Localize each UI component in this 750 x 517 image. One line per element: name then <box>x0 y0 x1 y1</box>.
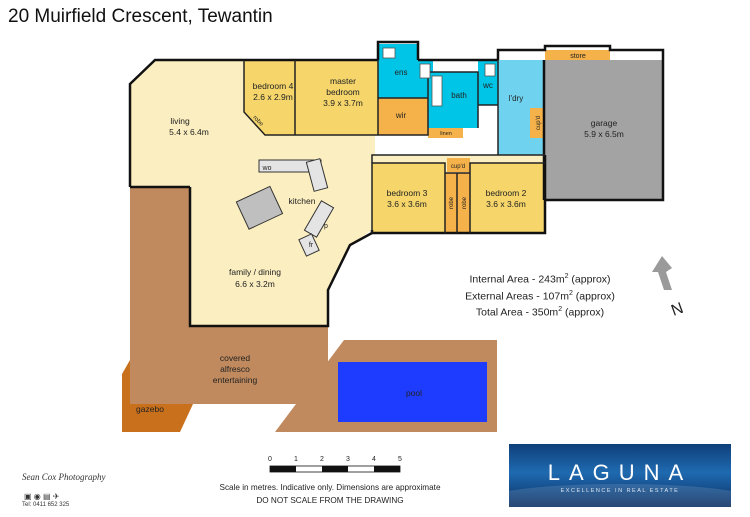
pantry-label: p <box>324 223 328 230</box>
cupd-label: cup'd <box>451 164 465 170</box>
scale-tick-0: 0 <box>268 456 272 463</box>
scale-tick-4: 4 <box>372 456 376 463</box>
master-floor <box>295 60 378 135</box>
living-floor <box>130 60 545 326</box>
living-dims: 5.4 x 6.4m <box>169 127 209 137</box>
alfresco-label-2: alfresco <box>220 364 250 374</box>
kitchen-label: kitchen <box>289 196 316 206</box>
garage-floor <box>544 60 663 200</box>
scale-notes: Scale in metres. Indicative only. Dimens… <box>205 481 455 507</box>
wc-label: wc <box>482 81 493 90</box>
total-area: Total Area - 350m2 (approx) <box>475 306 605 319</box>
alfresco-label-3: entertaining <box>213 375 258 385</box>
robe-b3-label: robe <box>449 196 455 209</box>
scale-tick-2: 2 <box>320 456 324 463</box>
internal-area: Internal Area - 243m2 (approx) <box>469 273 611 286</box>
bath-label: bath <box>451 91 467 100</box>
store-floor <box>545 50 610 60</box>
wo-label: wo <box>262 165 272 172</box>
bedroom4-label: bedroom 4 <box>253 81 294 91</box>
camera-icon: ▣ ◉ ▤ ✈ <box>24 492 60 501</box>
north-label: N <box>669 300 686 320</box>
bedroom2-floor <box>470 163 545 233</box>
bedroom2-label: bedroom 2 <box>486 188 527 198</box>
family-label: family / dining <box>229 267 281 277</box>
agency-tagline: EXCELLENCE IN REAL ESTATE <box>560 488 680 494</box>
photographer-logo: Sean Cox Photography ▣ ◉ ▤ ✈ Tel: 0411 6… <box>20 472 110 510</box>
bedroom3-dims: 3.6 x 3.6m <box>387 199 427 209</box>
store-label: store <box>570 53 586 60</box>
north-arrow-icon <box>652 256 672 290</box>
robe3-floor <box>445 173 457 233</box>
gazebo-label: gazebo <box>136 404 164 414</box>
gazebo-deck <box>122 360 193 432</box>
plan-title: 20 Muirfield Crescent, Tewantin <box>8 6 273 27</box>
bedroom4-floor <box>244 60 295 135</box>
alfresco-deck <box>130 187 328 404</box>
wave-graphic <box>509 484 731 507</box>
linen-floor <box>428 128 463 138</box>
master-label-1: master <box>330 76 356 86</box>
laundry-label: l'dry <box>509 94 523 103</box>
area-summary: Internal Area - 243m2 (approx) External … <box>440 270 640 320</box>
robe-b2-label: robe <box>462 196 468 209</box>
pool-water <box>338 362 487 422</box>
photographer-phone: Tel: 0411 652 325 <box>22 502 70 508</box>
robe2-floor <box>457 173 470 233</box>
ens-label: ens <box>395 68 408 77</box>
kitchen-fittings <box>235 158 335 257</box>
wir-label: wir <box>395 111 407 120</box>
bedroom3-floor <box>372 163 445 233</box>
pool-label: pool <box>406 388 422 398</box>
garage-cupd-label: cup'd <box>536 116 542 130</box>
bedroom2-dims: 3.6 x 3.6m <box>486 199 526 209</box>
scale-tick-1: 1 <box>294 456 298 463</box>
garage-dims: 5.9 x 6.5m <box>584 129 624 139</box>
scale-tick-3: 3 <box>346 456 350 463</box>
scale-numbers: 0 1 2 3 4 5 <box>262 456 412 466</box>
agency-logo: LAGUNA EXCELLENCE IN REAL ESTATE <box>509 444 731 507</box>
agency-brand: LAGUNA <box>547 460 693 485</box>
do-not-scale-note: DO NOT SCALE FROM THE DRAWING <box>256 496 404 505</box>
cupd-floor <box>447 158 470 172</box>
photographer-signature: Sean Cox Photography <box>22 472 106 482</box>
living-label: living <box>170 116 190 126</box>
alfresco-label-1: covered <box>220 353 251 363</box>
fridge-label: fr <box>309 242 314 249</box>
scale-tick-5: 5 <box>398 456 402 463</box>
bedroom4-dims: 2.6 x 2.9m <box>253 92 293 102</box>
external-area: External Areas - 107m2 (approx) <box>465 289 615 303</box>
linen-label: linen <box>440 131 452 137</box>
laundry-floor <box>498 60 544 155</box>
scale-bar <box>269 465 401 473</box>
scale-note: Scale in metres. Indicative only. Dimens… <box>219 483 441 492</box>
master-dims: 3.9 x 3.7m <box>323 98 363 108</box>
garage-label: garage <box>591 118 618 128</box>
master-label-2: bedroom <box>326 87 360 97</box>
wir-floor <box>378 98 428 135</box>
bathroom-fixtures <box>382 47 496 107</box>
family-dims: 6.6 x 3.2m <box>235 279 275 289</box>
garage-cupd-floor <box>530 108 544 138</box>
bedroom3-label: bedroom 3 <box>387 188 428 198</box>
